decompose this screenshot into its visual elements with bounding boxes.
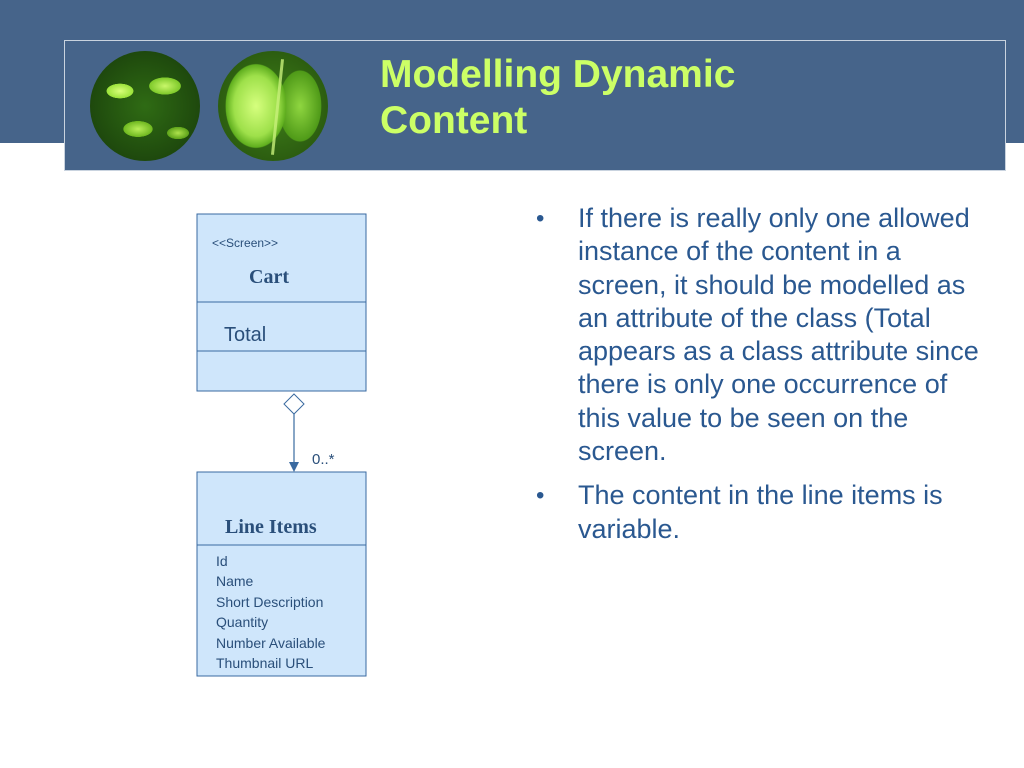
cart-attribute-total: Total [224,324,266,346]
line-items-attribute: Short Description [216,594,323,610]
bullet-item: • The content in the line items is varia… [534,479,979,546]
cart-class-name: Cart [249,266,289,288]
bullet-item: • If there is really only one allowed in… [534,202,979,468]
line-items-attribute: Quantity [216,614,268,630]
line-items-attribute: Name [216,573,254,589]
slide-title: Modelling Dynamic Content [380,52,980,144]
line-items-attribute: Id [216,553,228,569]
cart-class: <<Screen>> Cart Total [196,213,367,392]
leaf-photo-right [218,51,328,161]
leaf-photo-left [90,51,200,161]
line-items-class: Line Items Id Name Short Description Qua… [196,471,367,677]
line-items-attribute: Number Available [216,635,326,651]
association-arrowhead [289,462,299,472]
multiplicity-label: 0..* [312,451,335,468]
title-line-1: Modelling Dynamic [380,53,736,96]
aggregation-diamond [283,393,305,415]
line-items-attribute: Thumbnail URL [216,655,313,671]
line-items-class-name: Line Items [225,516,317,538]
bullet-list: • If there is really only one allowed in… [534,202,979,557]
cart-stereotype: <<Screen>> [212,236,278,250]
bullet-text: The content in the line items is variabl… [578,480,943,544]
bullet-marker: • [536,482,545,510]
bullet-marker: • [536,205,545,232]
cart-lineitems-association: 0..* [283,393,335,472]
bullet-text: If there is really only one allowed inst… [578,203,979,467]
title-line-2: Content [380,99,528,142]
line-items-class-box [196,471,367,677]
